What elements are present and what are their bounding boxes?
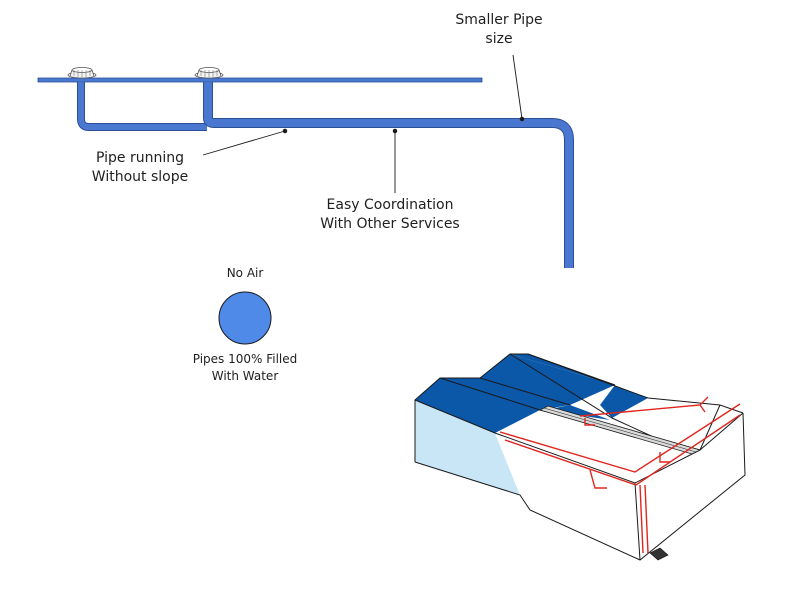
easy-coordination-label: Easy Coordination With Other Services (290, 196, 490, 234)
pipe-running-label: Pipe running Without slope (70, 149, 210, 187)
drain-outlet-icon (649, 547, 669, 561)
label-line: With Water (211, 368, 279, 383)
pipe-full-cross-section (218, 291, 272, 345)
roof-drain-icon (194, 67, 224, 79)
label-line: Smaller Pipe (455, 12, 543, 28)
label-line: With Other Services (320, 215, 460, 232)
leader-lines (202, 54, 525, 193)
branch-pipe (77, 82, 207, 131)
building-illustration (414, 353, 746, 561)
label-line: Pipes 100% Filled (192, 352, 298, 366)
smaller-pipe-size-label: Smaller Pipe size (444, 11, 554, 49)
label-line: Without slope (91, 168, 189, 185)
main-pipe (203, 82, 574, 268)
label-line: size (485, 30, 513, 47)
label-line: Easy Coordination (326, 197, 454, 213)
no-air-label: No Air (226, 266, 264, 280)
roof-slab-line (37, 77, 483, 83)
label-line: Pipe running (96, 150, 184, 166)
roof-drain-icon (67, 67, 97, 79)
drain-pipework (499, 396, 741, 554)
pipes-filled-label: Pipes 100% Filled With Water (170, 351, 320, 385)
